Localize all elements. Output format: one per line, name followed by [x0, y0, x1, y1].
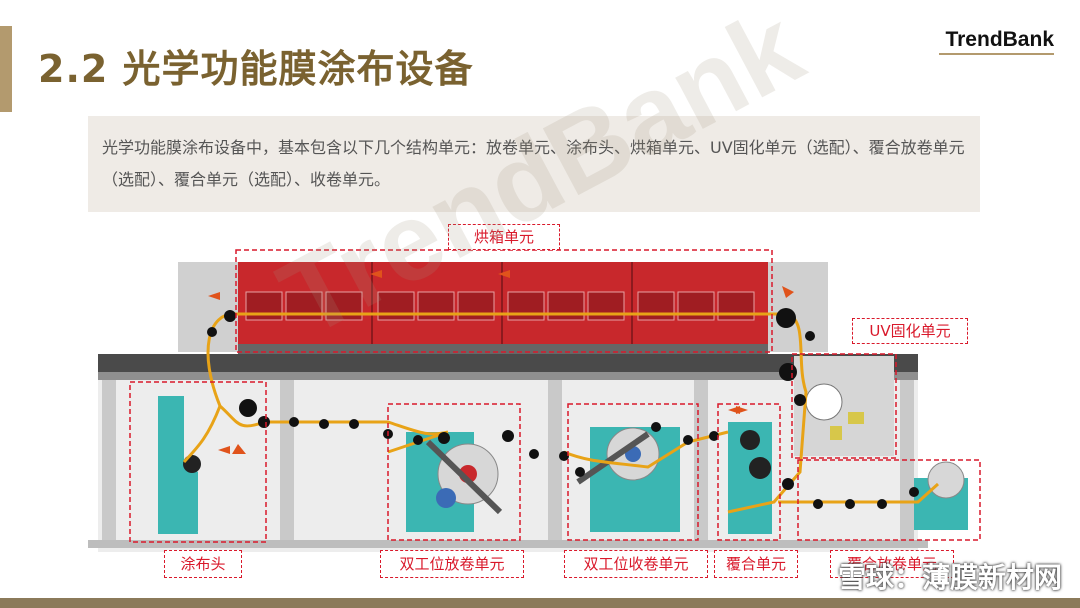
footer-bar — [0, 598, 1080, 608]
direction-arrows — [208, 270, 794, 454]
trendbank-logo: TrendBank — [945, 28, 1054, 51]
main-beam — [98, 354, 918, 372]
label-uv-unit: UV固化单元 — [852, 318, 968, 344]
label-laminate-unwind: 覆合放卷单元 — [830, 550, 954, 578]
title-accent-bar — [0, 26, 12, 112]
label-dual-unwind: 双工位放卷单元 — [380, 550, 524, 578]
label-laminate-unit: 覆合单元 — [714, 550, 798, 578]
frame-leg — [548, 380, 562, 540]
frame-leg — [280, 380, 294, 540]
logo-underline — [939, 53, 1054, 55]
intro-text-box: 光学功能膜涂布设备中，基本包含以下几个结构单元：放卷单元、涂布头、烘箱单元、UV… — [88, 116, 980, 212]
intro-text: 光学功能膜涂布设备中，基本包含以下几个结构单元：放卷单元、涂布头、烘箱单元、UV… — [102, 138, 965, 189]
callout-frames — [129, 249, 981, 543]
coating-line-diagram: 烘箱单元 UV固化单元 涂布头 双工位放卷单元 双工位收卷单元 覆合单元 覆合放… — [88, 222, 998, 602]
footer-watermark: 雪球：薄膜新材网 — [837, 561, 1062, 594]
label-oven-unit: 烘箱单元 — [448, 224, 560, 250]
page-title: 2.2 光学功能膜涂布设备 — [38, 47, 474, 91]
frame-leg — [102, 380, 116, 540]
label-coating-head: 涂布头 — [164, 550, 242, 578]
coating-head-machine — [158, 396, 198, 534]
label-dual-rewind: 双工位收卷单元 — [564, 550, 708, 578]
floor-rail — [88, 540, 928, 548]
coating-line-illustration — [88, 249, 981, 552]
machine-frame-bg — [98, 372, 918, 552]
